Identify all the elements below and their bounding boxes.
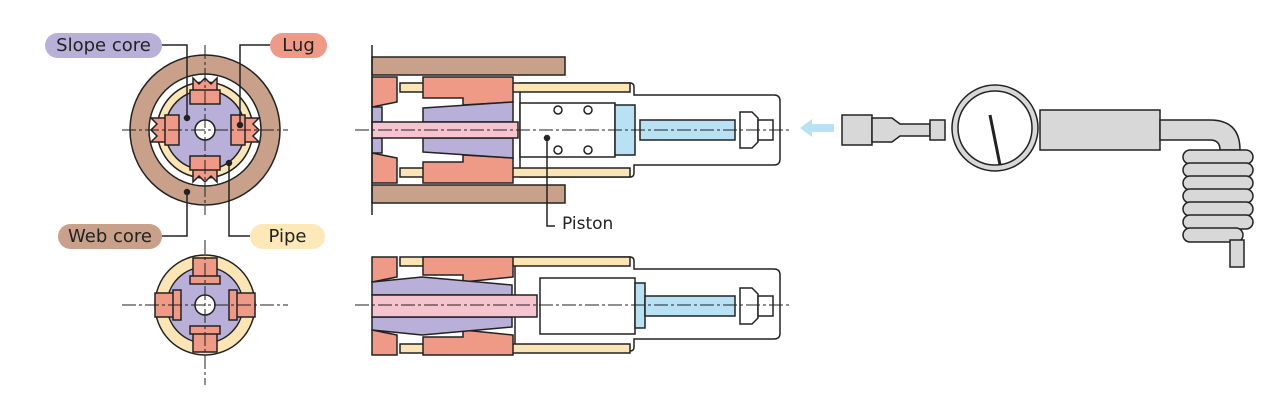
section-top [355,45,790,227]
label-pipe: Pipe [250,224,325,249]
label-lug: Lug [270,33,327,58]
section-bottom [355,256,790,356]
label-slope-core: Slope core [45,33,162,58]
end-view-top [122,44,288,237]
end-view-bottom [122,240,288,385]
label-piston: Piston [562,214,614,234]
pressure-gauge [841,84,1254,268]
arrow-icon [800,119,834,137]
label-web-core: Web core [58,224,162,249]
